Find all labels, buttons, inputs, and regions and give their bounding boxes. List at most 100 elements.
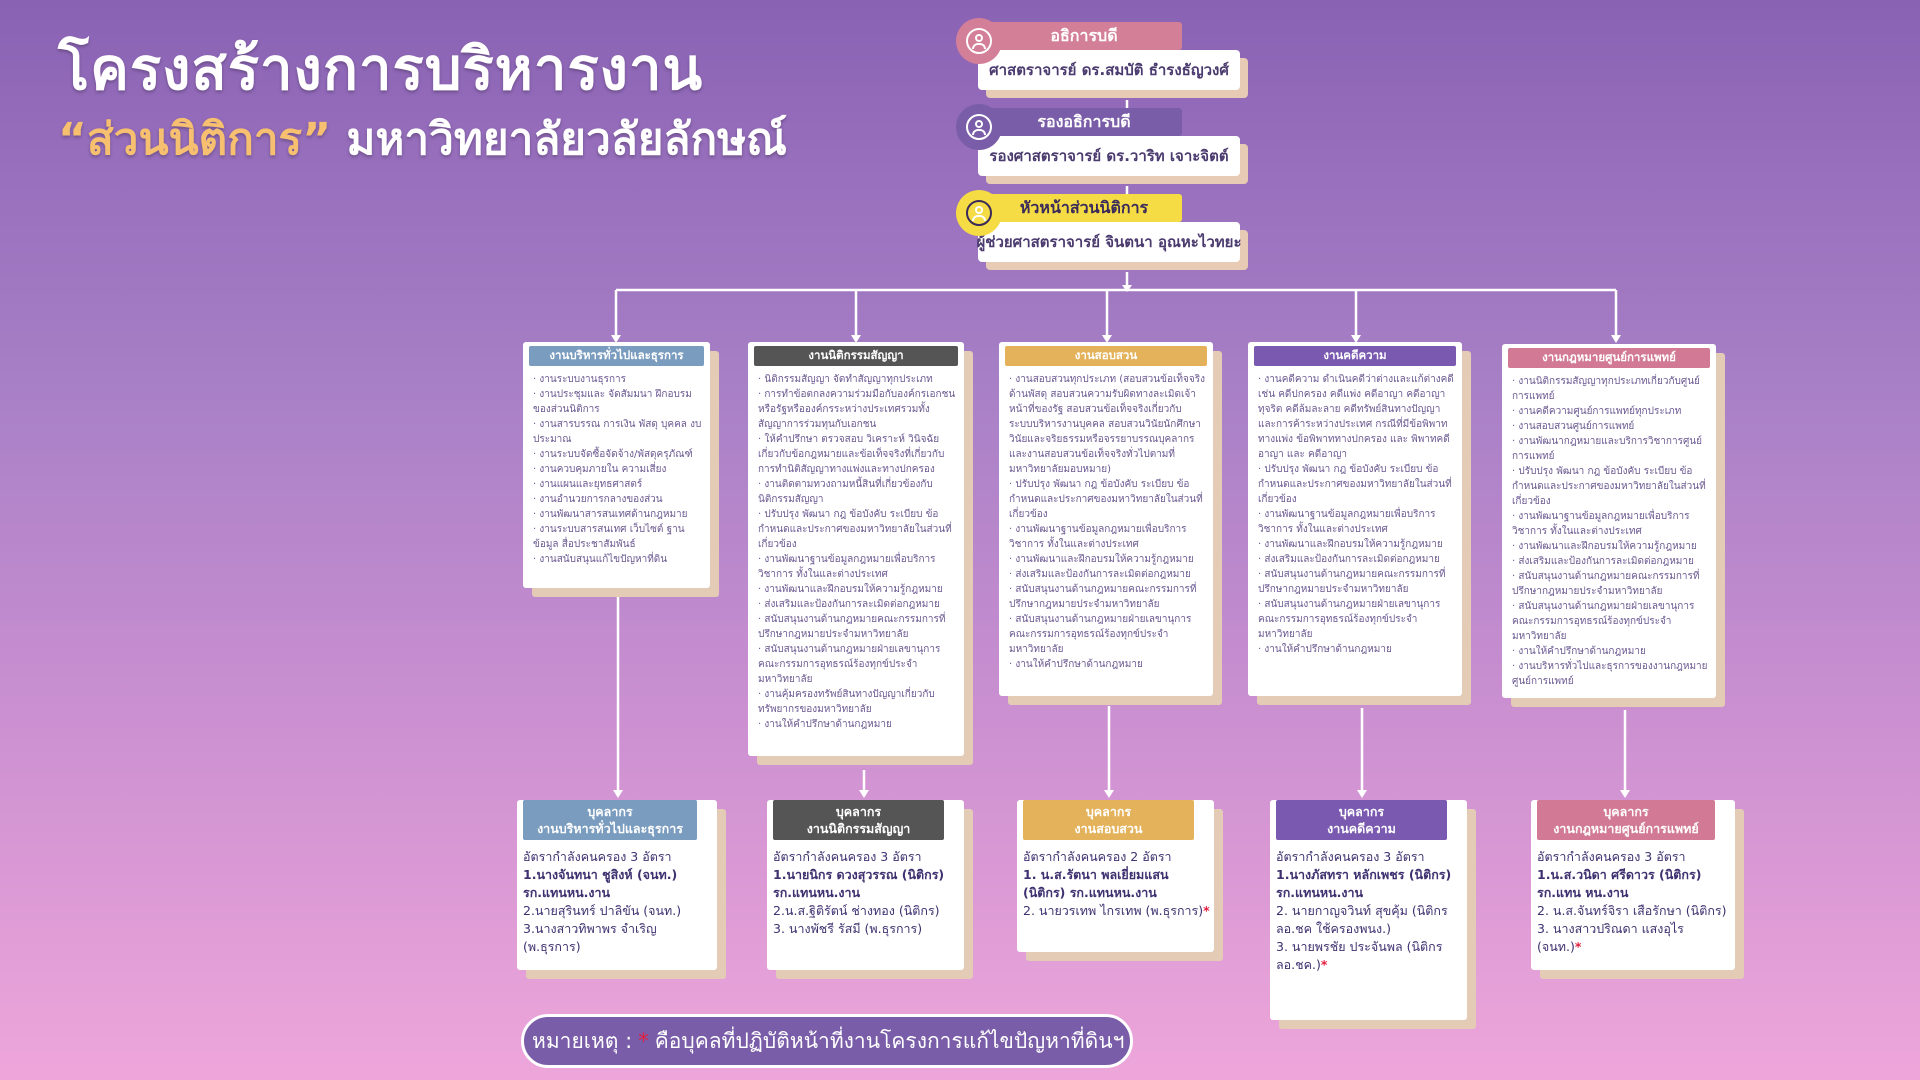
- subtitle-highlight: “ส่วนนิติการ”: [58, 114, 332, 165]
- personnel-line: 1.น.ส.วนิดา ศรีดาวร (นิติกร) รก.แทน หน.ง…: [1537, 866, 1731, 902]
- section-card-medical-law: งานกฎหมายศูนย์การแพทย์ งานนิติกรรมสัญญาท…: [1502, 344, 1716, 698]
- section-title: งานกฎหมายศูนย์การแพทย์: [1542, 350, 1676, 364]
- subtitle-rest: มหาวิทยาลัยวลัยลักษณ์: [331, 114, 787, 165]
- personnel-card-medical-law: บุคลากรงานกฎหมายศูนย์การแพทย์ อัตรากำลัง…: [1531, 800, 1735, 970]
- section-card-contracts: งานนิติกรรมสัญญา นิติกรรมสัญญา จัดทำสัญญ…: [748, 342, 964, 756]
- section-title: งานนิติกรรมสัญญา: [808, 348, 904, 362]
- section-header: งานบริหารทั่วไปและธุรการ: [529, 346, 704, 366]
- personnel-line: 1.นายนิกร ดวงสุวรรณ (นิติกร) รก.แทนหน.งา…: [773, 866, 960, 902]
- personnel-line: 2.น.ส.ฐิติรัตน์ ช่างทอง (นิติกร): [773, 902, 960, 920]
- personnel-line-text: อัตรากำลังคนครอง 2 อัตรา: [1023, 849, 1172, 864]
- exec-head-legal-name-box: ผู้ช่วยศาสตราจารย์ จินตนา อุณหะไวทยะ: [976, 222, 1242, 262]
- footnote-label: หมายเหตุ :: [532, 1028, 633, 1053]
- section-item: งานพัฒนาและฝึกอบรมให้ความรู้กฎหมาย: [1258, 537, 1454, 552]
- section-item: งานพัฒนาฐานข้อมูลกฎหมายเพื่อบริการวิชากา…: [758, 552, 956, 582]
- section-item: งานคดีความ ดำเนินคดีว่าต่างและแก้ต่างคดี…: [1258, 372, 1454, 462]
- section-item: นิติกรรมสัญญา จัดทำสัญญาทุกประเภท: [758, 372, 956, 387]
- personnel-line-text: 1. น.ส.รัตนา พลเยี่ยมแสน (นิติกร) รก.แทน…: [1023, 867, 1169, 900]
- personnel-line-text: 3. นางสาวปริณดา แสงอุไร (จนท.): [1537, 921, 1684, 954]
- land-project-star: *: [1574, 939, 1582, 954]
- personnel-line-text: อัตรากำลังคนครอง 3 อัตรา: [523, 849, 672, 864]
- section-item: งานติดตามทวงถามหนี้สินที่เกี่ยวข้องกับนิ…: [758, 477, 956, 507]
- exec-head-legal-name: ผู้ช่วยศาสตราจารย์ จินตนา อุณหะไวทยะ: [976, 233, 1242, 251]
- personnel-header: บุคลากรงานคดีความ: [1276, 800, 1447, 840]
- personnel-header: บุคลากรงานบริหารทั่วไปและธุรการ: [523, 800, 697, 840]
- personnel-header-line1: บุคลากร: [835, 804, 882, 819]
- personnel-line-text: 1.นางจันทนา ชูสิงห์ (จนท.) รก.แทนหน.งาน: [523, 867, 678, 900]
- section-title: งานสอบสวน: [1074, 348, 1138, 362]
- exec-vice-president-role-label: รองอธิการบดี: [1037, 111, 1131, 131]
- section-item: งานพัฒนาและฝึกอบรมให้ความรู้กฎหมาย: [758, 582, 956, 597]
- page-subtitle: “ส่วนนิติการ” มหาวิทยาลัยวลัยลักษณ์: [58, 104, 787, 174]
- section-item: งานให้คำปรึกษาด้านกฎหมาย: [1512, 644, 1708, 659]
- section-item: งานพัฒนาฐานข้อมูลกฎหมายเพื่อบริการวิชากา…: [1258, 507, 1454, 537]
- personnel-line: 1.นางจันทนา ชูสิงห์ (จนท.) รก.แทนหน.งาน: [523, 866, 713, 902]
- section-item: สนับสนุนงานด้านกฎหมายคณะกรรมการที่ปรึกษา…: [1512, 569, 1708, 599]
- personnel-line-text: 1.นางภัสทรา หลักเพชร (นิติกร) รก.แทนหน.ง…: [1276, 867, 1452, 900]
- section-item: งานพัฒนากฎหมายและบริการวิชาการศูนย์การแพ…: [1512, 434, 1708, 464]
- exec-president-name: ศาสตราจารย์ ดร.สมบัติ ธำรงธัญวงศ์: [989, 61, 1229, 79]
- section-item: งานควบคุมภายใน ความเสี่ยง: [533, 462, 702, 477]
- section-item: ส่งเสริมและป้องกันการละเมิดต่อกฎหมาย: [1258, 552, 1454, 567]
- exec-president-name-box: ศาสตราจารย์ ดร.สมบัติ ธำรงธัญวงศ์: [978, 50, 1240, 90]
- footnote-star: *: [638, 1029, 649, 1053]
- section-item: งานพัฒนาและฝึกอบรมให้ความรู้กฎหมาย: [1009, 552, 1205, 567]
- personnel-line: 3. นางสาวปริณดา แสงอุไร (จนท.)*: [1537, 920, 1731, 956]
- personnel-lines: อัตรากำลังคนครอง 2 อัตรา 1. น.ส.รัตนา พลเ…: [1023, 848, 1210, 920]
- personnel-line: 2.นายสุรินทร์ ปาลิขัน (จนท.): [523, 902, 713, 920]
- section-item: ปรับปรุง พัฒนา กฎ ข้อบังคับ ระเบียบ ข้อก…: [1258, 462, 1454, 507]
- exec-head-legal-role-label: หัวหน้าส่วนนิติการ: [1019, 197, 1149, 217]
- personnel-header-line2: งานกฎหมายศูนย์การแพทย์: [1553, 821, 1699, 836]
- personnel-line: 2. นายกาญจวินท์ สุขคุ้ม (นิติกร ลอ.ชค ใช…: [1276, 902, 1463, 938]
- section-items: งานสอบสวนทุกประเภท (สอบสวนข้อเท็จจริงด้า…: [1009, 372, 1205, 692]
- section-item: งานแผนและยุทธศาสตร์: [533, 477, 702, 492]
- land-project-star: *: [1203, 903, 1210, 918]
- section-item: สนับสนุนงานด้านกฎหมายคณะกรรมการที่ปรึกษา…: [1009, 582, 1205, 612]
- section-item: งานบริหารทั่วไปและธุรการของงานกฎหมายศูนย…: [1512, 659, 1708, 689]
- personnel-line: อัตรากำลังคนครอง 3 อัตรา: [1276, 848, 1463, 866]
- personnel-line: 3. นายพรชัย ประจันพล (นิติกร ลอ.ชค.)*: [1276, 938, 1463, 974]
- personnel-line: 1.นางภัสทรา หลักเพชร (นิติกร) รก.แทนหน.ง…: [1276, 866, 1463, 902]
- section-card-litigation: งานคดีความ งานคดีความ ดำเนินคดีว่าต่างแล…: [1248, 342, 1462, 696]
- personnel-header-line2: งานสอบสวน: [1074, 821, 1143, 836]
- section-item: งานคดีความศูนย์การแพทย์ทุกประเภท: [1512, 404, 1708, 419]
- personnel-line: อัตรากำลังคนครอง 3 อัตรา: [1537, 848, 1731, 866]
- section-item: งานพัฒนาและฝึกอบรมให้ความรู้กฎหมาย: [1512, 539, 1708, 554]
- section-item: สนับสนุนงานด้านกฎหมายคณะกรรมการที่ปรึกษา…: [758, 612, 956, 642]
- personnel-line: อัตรากำลังคนครอง 3 อัตรา: [773, 848, 960, 866]
- personnel-header-line2: งานนิติกรรมสัญญา: [806, 821, 911, 836]
- section-items: งานระบบงานธุรการงานประชุมและ จัดสัมมนา ฝ…: [533, 372, 702, 584]
- personnel-line-text: 3. นางพัชรี รัสมี (พ.ธุรการ): [773, 921, 923, 936]
- personnel-header-line1: บุคลากร: [1085, 804, 1132, 819]
- personnel-line-text: 2. นายวรเทพ ไกรเทพ (พ.ธุรการ): [1023, 903, 1204, 918]
- exec-president-role-label: อธิการบดี: [1050, 25, 1118, 45]
- exec-vice-president-role: รองอธิการบดี: [986, 108, 1182, 136]
- section-item: งานระบบสารสนเทศ เว็บไซต์ ฐานข้อมูล สื่อป…: [533, 522, 702, 552]
- section-item: งานประชุมและ จัดสัมมนา ฝึกอบรมของส่วนนิต…: [533, 387, 702, 417]
- personnel-header-line1: บุคลากร: [587, 804, 633, 819]
- exec-vice-president-name-box: รองศาสตราจารย์ ดร.วาริท เจาะจิตต์: [978, 136, 1240, 176]
- section-card-investigation: งานสอบสวน งานสอบสวนทุกประเภท (สอบสวนข้อเ…: [999, 342, 1213, 696]
- exec-head-legal-role: หัวหน้าส่วนนิติการ: [986, 194, 1182, 222]
- personnel-line-text: 3.นางสาวทิพาพร จำเริญ (พ.ธุรการ): [523, 921, 657, 954]
- personnel-header: บุคลากรงานสอบสวน: [1023, 800, 1194, 840]
- footnote: หมายเหตุ : * คือบุคลที่ปฏิบัติหน้าที่งาน…: [521, 1014, 1133, 1068]
- section-header: งานกฎหมายศูนย์การแพทย์: [1508, 348, 1710, 368]
- section-header: งานสอบสวน: [1005, 346, 1207, 366]
- section-card-general-admin: งานบริหารทั่วไปและธุรการ งานระบบงานธุรกา…: [523, 342, 710, 588]
- section-item: สนับสนุนงานด้านกฎหมายฝ่ายเลขานุการคณะกรร…: [1512, 599, 1708, 644]
- personnel-line: 3. นางพัชรี รัสมี (พ.ธุรการ): [773, 920, 960, 938]
- personnel-line-text: 2.น.ส.ฐิติรัตน์ ช่างทอง (นิติกร): [773, 903, 940, 918]
- section-item: ปรับปรุง พัฒนา กฎ ข้อบังคับ ระเบียบ ข้อก…: [1009, 477, 1205, 522]
- section-item: ส่งเสริมและป้องกันการละเมิดต่อกฎหมาย: [1512, 554, 1708, 569]
- section-item: งานสารบรรณ การเงิน พัสดุ บุคคล งบประมาณ: [533, 417, 702, 447]
- exec-vice-president-name: รองศาสตราจารย์ ดร.วาริท เจาะจิตต์: [989, 147, 1229, 165]
- section-item: งานนิติกรรมสัญญาทุกประเภทเกี่ยวกับศูนย์ก…: [1512, 374, 1708, 404]
- section-item: งานให้คำปรึกษาด้านกฎหมาย: [1009, 657, 1205, 672]
- personnel-header-line2: งานคดีความ: [1327, 821, 1396, 836]
- section-items: งานคดีความ ดำเนินคดีว่าต่างและแก้ต่างคดี…: [1258, 372, 1454, 692]
- section-title: งานบริหารทั่วไปและธุรการ: [549, 348, 684, 362]
- personnel-line-text: 2. น.ส.จันทร์จิรา เสือรักษา (นิติกร): [1537, 903, 1727, 918]
